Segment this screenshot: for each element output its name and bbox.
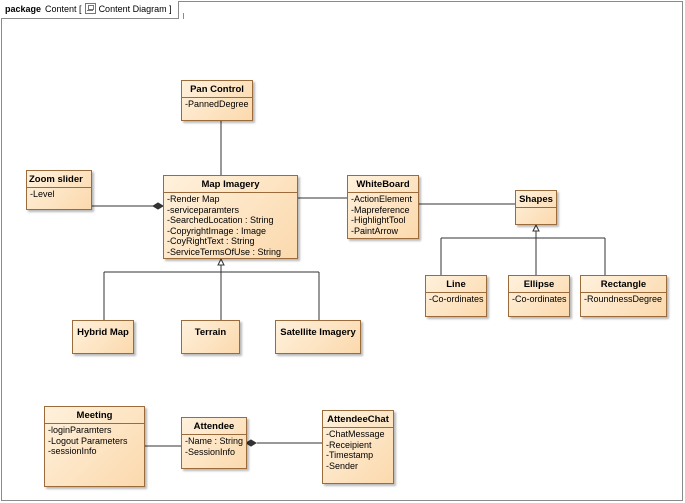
class-attribute: -Mapreference <box>351 204 410 215</box>
class-name: Hybrid Map <box>77 327 129 338</box>
class-zoom-slider[interactable]: Zoom slider -Level <box>26 170 92 210</box>
class-attribute: -CoyRightText : String <box>167 236 255 246</box>
class-attribute: -Level <box>30 189 55 199</box>
composition-diamond-map-imagery <box>152 202 164 210</box>
class-name: Terrain <box>194 327 227 338</box>
class-attribute: -CopyrightImage : Image <box>167 225 267 236</box>
class-whiteboard[interactable]: WhiteBoard -ActionElement -Mapreference … <box>347 175 419 239</box>
class-meeting[interactable]: Meeting -loginParamters -Logout Paramete… <box>44 406 145 487</box>
class-name: Meeting <box>45 407 144 424</box>
class-name: Pan Control <box>182 81 252 98</box>
composition-diamond-attendee <box>245 439 257 447</box>
class-pan-control[interactable]: Pan Control -PannedDegree <box>181 80 253 121</box>
class-diagram-icon <box>84 3 96 14</box>
class-map-imagery[interactable]: Map Imagery -Render Map -serviceparamter… <box>163 175 298 259</box>
frame-name: Content [ <box>45 4 82 14</box>
class-attendee-chat[interactable]: AttendeeChat -ChatMessage -Receipient -T… <box>322 410 394 484</box>
frame-closing-bracket: ] <box>169 4 172 14</box>
class-name: Ellipse <box>509 276 569 293</box>
class-attribute: -Name : String <box>185 436 244 446</box>
class-name: Zoom slider <box>27 171 91 188</box>
frame-diagram-label: Content Diagram <box>98 4 167 14</box>
generalization-arrow-shapes <box>532 223 540 232</box>
class-name: WhiteBoard <box>348 176 418 193</box>
class-attribute: -Receipient <box>326 439 372 450</box>
class-attribute: -PannedDegree <box>185 99 249 109</box>
class-attribute: -sessionInfo <box>48 446 97 456</box>
class-rectangle[interactable]: Rectangle -RoundnessDegree <box>580 275 667 317</box>
class-name: Line <box>426 276 486 293</box>
class-attribute: -ActionElement <box>351 194 413 204</box>
class-attribute: -SessionInfo <box>185 446 236 457</box>
class-attendee[interactable]: Attendee -Name : String -SessionInfo <box>181 417 247 469</box>
class-attribute: -Co-ordinates <box>512 294 567 304</box>
class-attribute: -Sender <box>326 460 359 471</box>
class-attribute: -Co-ordinates <box>429 294 484 304</box>
class-attribute: -Render Map <box>167 194 220 204</box>
class-shapes[interactable]: Shapes <box>515 190 557 225</box>
generalization-arrow-map-imagery <box>217 257 225 266</box>
class-satellite-imagery[interactable]: Satellite Imagery <box>275 320 361 354</box>
class-attribute: -Timestamp <box>326 450 374 460</box>
class-attribute: -Logout Parameters <box>48 435 128 446</box>
class-attribute: -RoundnessDegree <box>584 294 663 304</box>
class-name: Shapes <box>516 191 556 208</box>
class-terrain[interactable]: Terrain <box>181 320 240 354</box>
class-attribute: -serviceparamters <box>167 204 240 215</box>
class-name: Rectangle <box>581 276 666 293</box>
class-ellipse[interactable]: Ellipse -Co-ordinates <box>508 275 570 317</box>
class-name: Map Imagery <box>164 176 297 193</box>
class-name: AttendeeChat <box>323 411 393 428</box>
class-name: Attendee <box>182 418 246 435</box>
frame-keyword: package <box>5 4 42 14</box>
class-attribute: -HighlightTool <box>351 215 406 225</box>
class-line[interactable]: Line -Co-ordinates <box>425 275 487 317</box>
class-attribute: -loginParamters <box>48 425 112 435</box>
class-attribute: -ChatMessage <box>326 429 385 439</box>
class-attribute: -SearchedLocation : String <box>167 215 274 225</box>
class-hybrid-map[interactable]: Hybrid Map <box>72 320 134 354</box>
class-attribute: -ServiceTermsOfUse : String <box>167 246 282 257</box>
class-name: Satellite Imagery <box>280 327 356 338</box>
class-attribute: -PaintArrow <box>351 225 399 236</box>
